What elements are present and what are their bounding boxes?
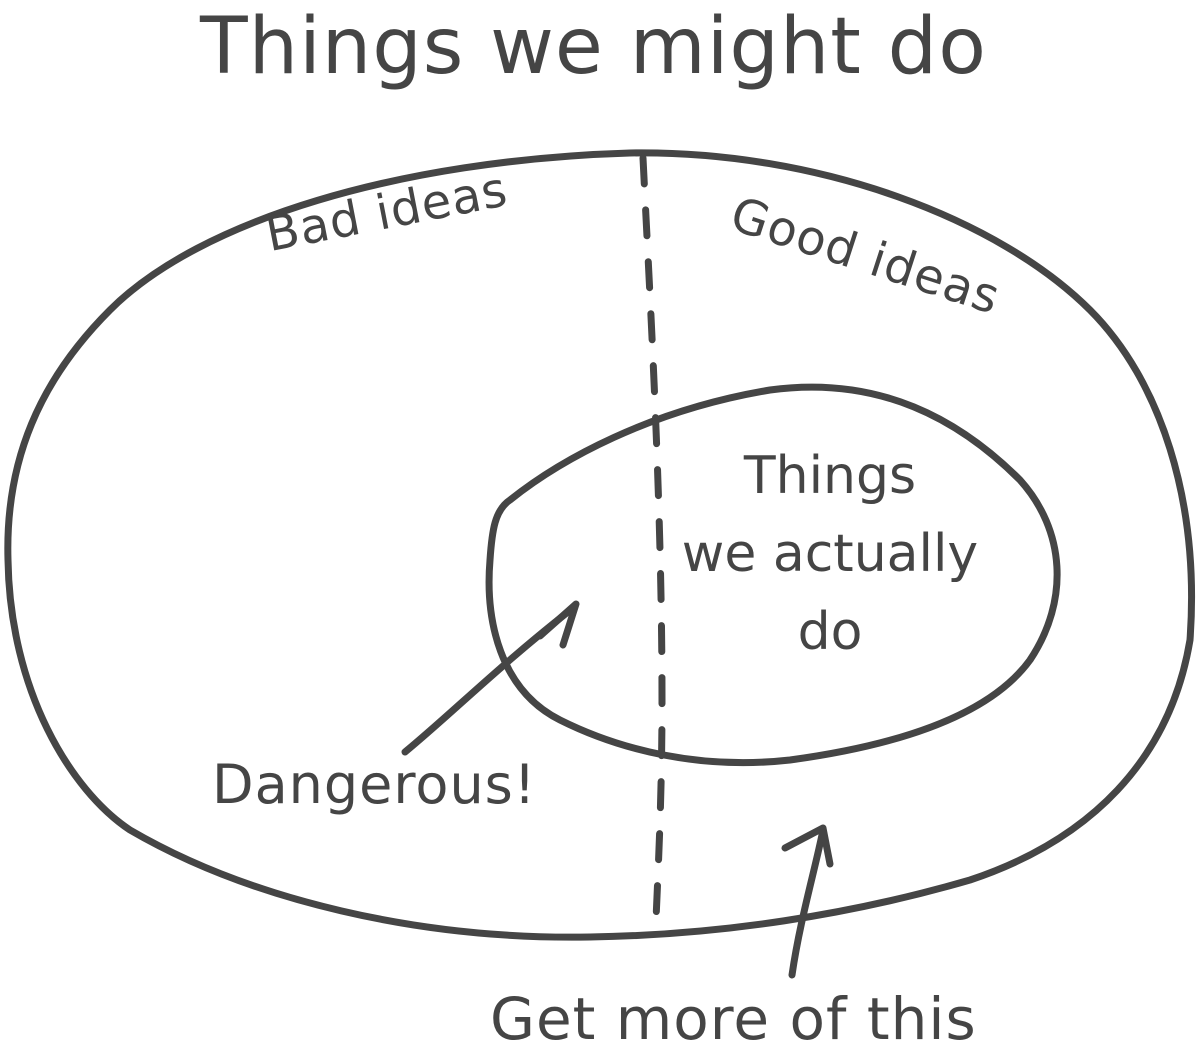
get-more-annotation: Get more of this	[490, 985, 977, 1053]
inner-set-label-line2: we actually	[681, 524, 979, 584]
outer-set-outline	[4, 149, 1196, 941]
inner-set-label: Things we actually do	[645, 450, 1015, 684]
inner-set-label-line3: do	[797, 602, 863, 662]
divider-line	[639, 154, 666, 924]
dangerous-arrowhead	[536, 600, 580, 649]
diagram-title: Things we might do	[200, 2, 987, 92]
inner-set-label-line1: Things	[743, 446, 917, 506]
dangerous-annotation: Dangerous!	[212, 753, 537, 816]
inner-set-outline	[485, 383, 1061, 767]
get-more-arrow-shaft	[788, 826, 827, 979]
get-more-arrowhead	[781, 824, 834, 868]
